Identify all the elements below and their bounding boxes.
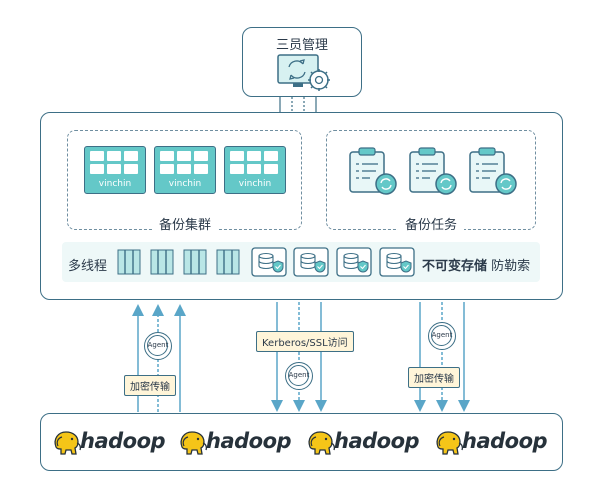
admin-title: 三员管理	[275, 38, 328, 53]
connection-arrows	[132, 302, 470, 412]
agent-badge-2: Agent	[285, 362, 313, 390]
immutable-storage-bold: 不可变存储	[422, 259, 488, 274]
encrypted-transfer-tag-left: 加密传输	[124, 375, 176, 396]
kerberos-ssl-tag: Kerberos/SSL访问	[256, 331, 354, 352]
encrypted-transfer-tag-right: 加密传输	[408, 367, 460, 388]
agent-label: Agent	[288, 371, 310, 379]
task-clipboard-icon-3	[469, 147, 517, 195]
task-clipboard-icon-1	[349, 147, 397, 195]
hadoop-logo-text: hadoop	[206, 429, 292, 453]
hadoop-logo-text: hadoop	[334, 429, 420, 453]
immutable-drive-icon-1	[251, 247, 287, 277]
hadoop-logo-text: hadoop	[80, 429, 166, 453]
vinchin-server-1: vinchin	[84, 146, 146, 194]
hadoop-logo-4: hadoop	[434, 427, 552, 459]
backup-cluster-label: 备份集群	[152, 214, 218, 233]
admin-connector	[279, 97, 317, 113]
hadoop-logo-text: hadoop	[462, 429, 548, 453]
admin-box: 三员管理	[242, 27, 362, 97]
vinchin-server-3: vinchin	[224, 146, 286, 194]
hadoop-logo-1: hadoop	[52, 427, 170, 459]
task-clipboard-icon-2	[409, 147, 457, 195]
backup-task-label: 备份任务	[398, 214, 464, 233]
immutable-drive-icon-3	[336, 247, 372, 277]
elephant-icon	[54, 431, 82, 455]
agent-label: Agent	[147, 341, 169, 349]
vinchin-brand-label: vinchin	[168, 179, 202, 189]
vinchin-brand-label: vinchin	[238, 179, 272, 189]
vinchin-brand-label: vinchin	[98, 179, 132, 189]
immutable-storage-label: 不可变存储 防勒索	[422, 255, 530, 274]
elephant-icon	[436, 431, 464, 455]
monitor-settings-icon	[277, 54, 330, 91]
vinchin-server-2: vinchin	[154, 146, 216, 194]
hadoop-logo-2: hadoop	[178, 427, 296, 459]
multithread-bars-icon	[117, 249, 240, 275]
agent-label: Agent	[431, 331, 453, 339]
immutable-drive-icon-2	[293, 247, 329, 277]
elephant-icon	[308, 431, 336, 455]
anti-ransom-label: 防勒索	[491, 259, 531, 274]
agent-badge-1: Agent	[144, 332, 172, 360]
immutable-drive-icon-4	[379, 247, 415, 277]
hadoop-sources	[40, 413, 563, 471]
elephant-icon	[180, 431, 208, 455]
multithread-label: 多线程	[68, 259, 108, 274]
agent-badge-3: Agent	[428, 322, 456, 350]
hadoop-logo-3: hadoop	[306, 427, 424, 459]
